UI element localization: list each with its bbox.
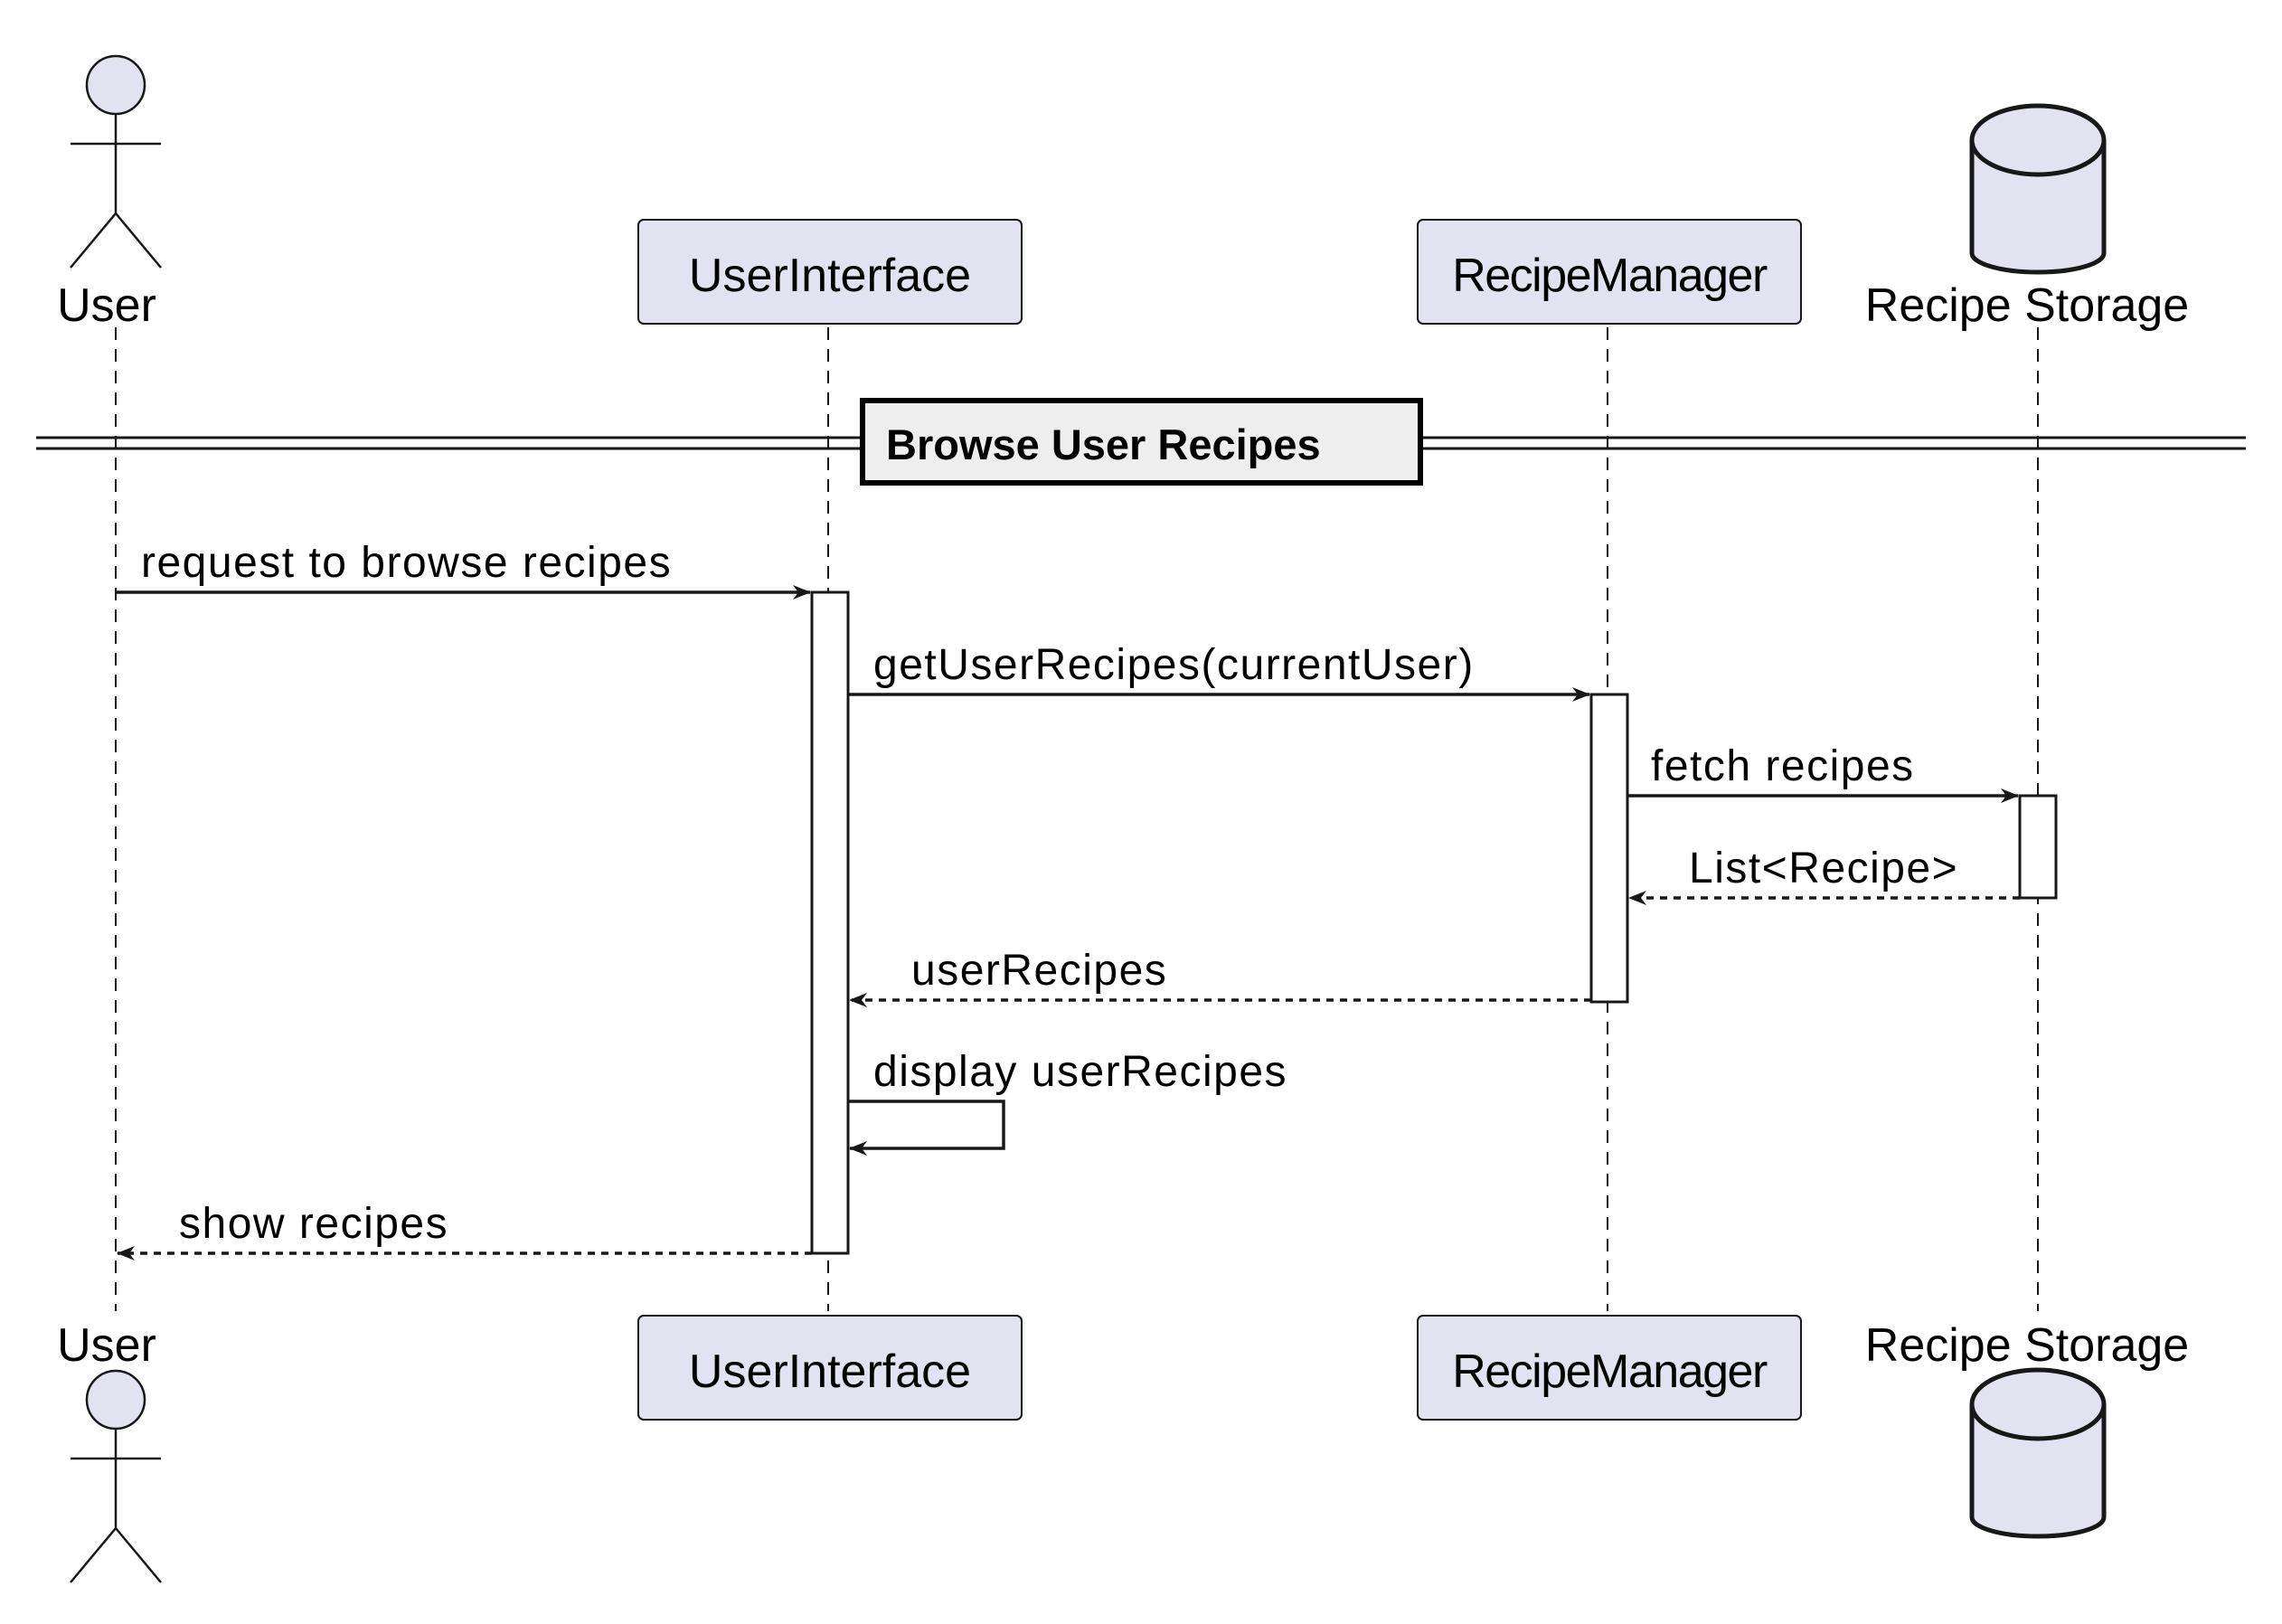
participant-label-recipe-storage: Recipe Storage (1865, 1319, 2189, 1372)
participant-box-userinterface (637, 1315, 1023, 1421)
divider-box (860, 398, 1423, 486)
participant-box-recipemanager (1417, 219, 1802, 325)
divider: Browse User Recipes (36, 398, 2246, 486)
message-label: getUserRecipes(currentUser) (873, 641, 1475, 689)
participant-label-recipemanager: RecipeManager (1452, 250, 1768, 302)
message-label: request to browse recipes (141, 539, 672, 587)
message-label: show recipes (179, 1200, 448, 1248)
activation-userinterface (810, 590, 850, 1255)
actor-user-top (70, 54, 162, 269)
message-labels: request to browse recipes getUserRecipes… (141, 539, 1958, 1248)
participant-label-userinterface: UserInterface (689, 250, 971, 302)
message-label: userRecipes (911, 947, 1167, 995)
actor-icon (85, 1369, 146, 1430)
participant-label-recipemanager: RecipeManager (1452, 1345, 1768, 1398)
activation-recipemanager (1589, 693, 1629, 1004)
participants-top: User UserInterface RecipeManager Recipe … (57, 54, 2189, 332)
database-icon (1969, 103, 2107, 275)
participant-label-recipe-storage: Recipe Storage (1865, 279, 2189, 332)
participant-label-user: User (57, 1319, 156, 1372)
message-label: display userRecipes (873, 1048, 1287, 1096)
message-label: List<Recipe> (1689, 845, 1958, 892)
messages (116, 585, 2020, 1260)
message-line-display-user-recipes (848, 1100, 1005, 1156)
database-icon (1969, 1367, 2107, 1539)
activation-recipe-storage (2018, 794, 2058, 900)
participant-label-userinterface: UserInterface (689, 1345, 971, 1398)
actor-user-bottom (70, 1369, 162, 1583)
actor-icon (85, 54, 146, 116)
participant-box-recipemanager (1417, 1315, 1802, 1421)
participant-label-user: User (57, 279, 156, 332)
lifelines (115, 327, 2039, 1311)
participants-bottom: User UserInterface RecipeManager Recipe … (57, 1315, 2189, 1583)
activations (810, 590, 2058, 1255)
participant-box-userinterface (637, 219, 1023, 325)
divider-label: Browse User Recipes (886, 420, 1321, 468)
message-label: fetch recipes (1651, 742, 1915, 790)
